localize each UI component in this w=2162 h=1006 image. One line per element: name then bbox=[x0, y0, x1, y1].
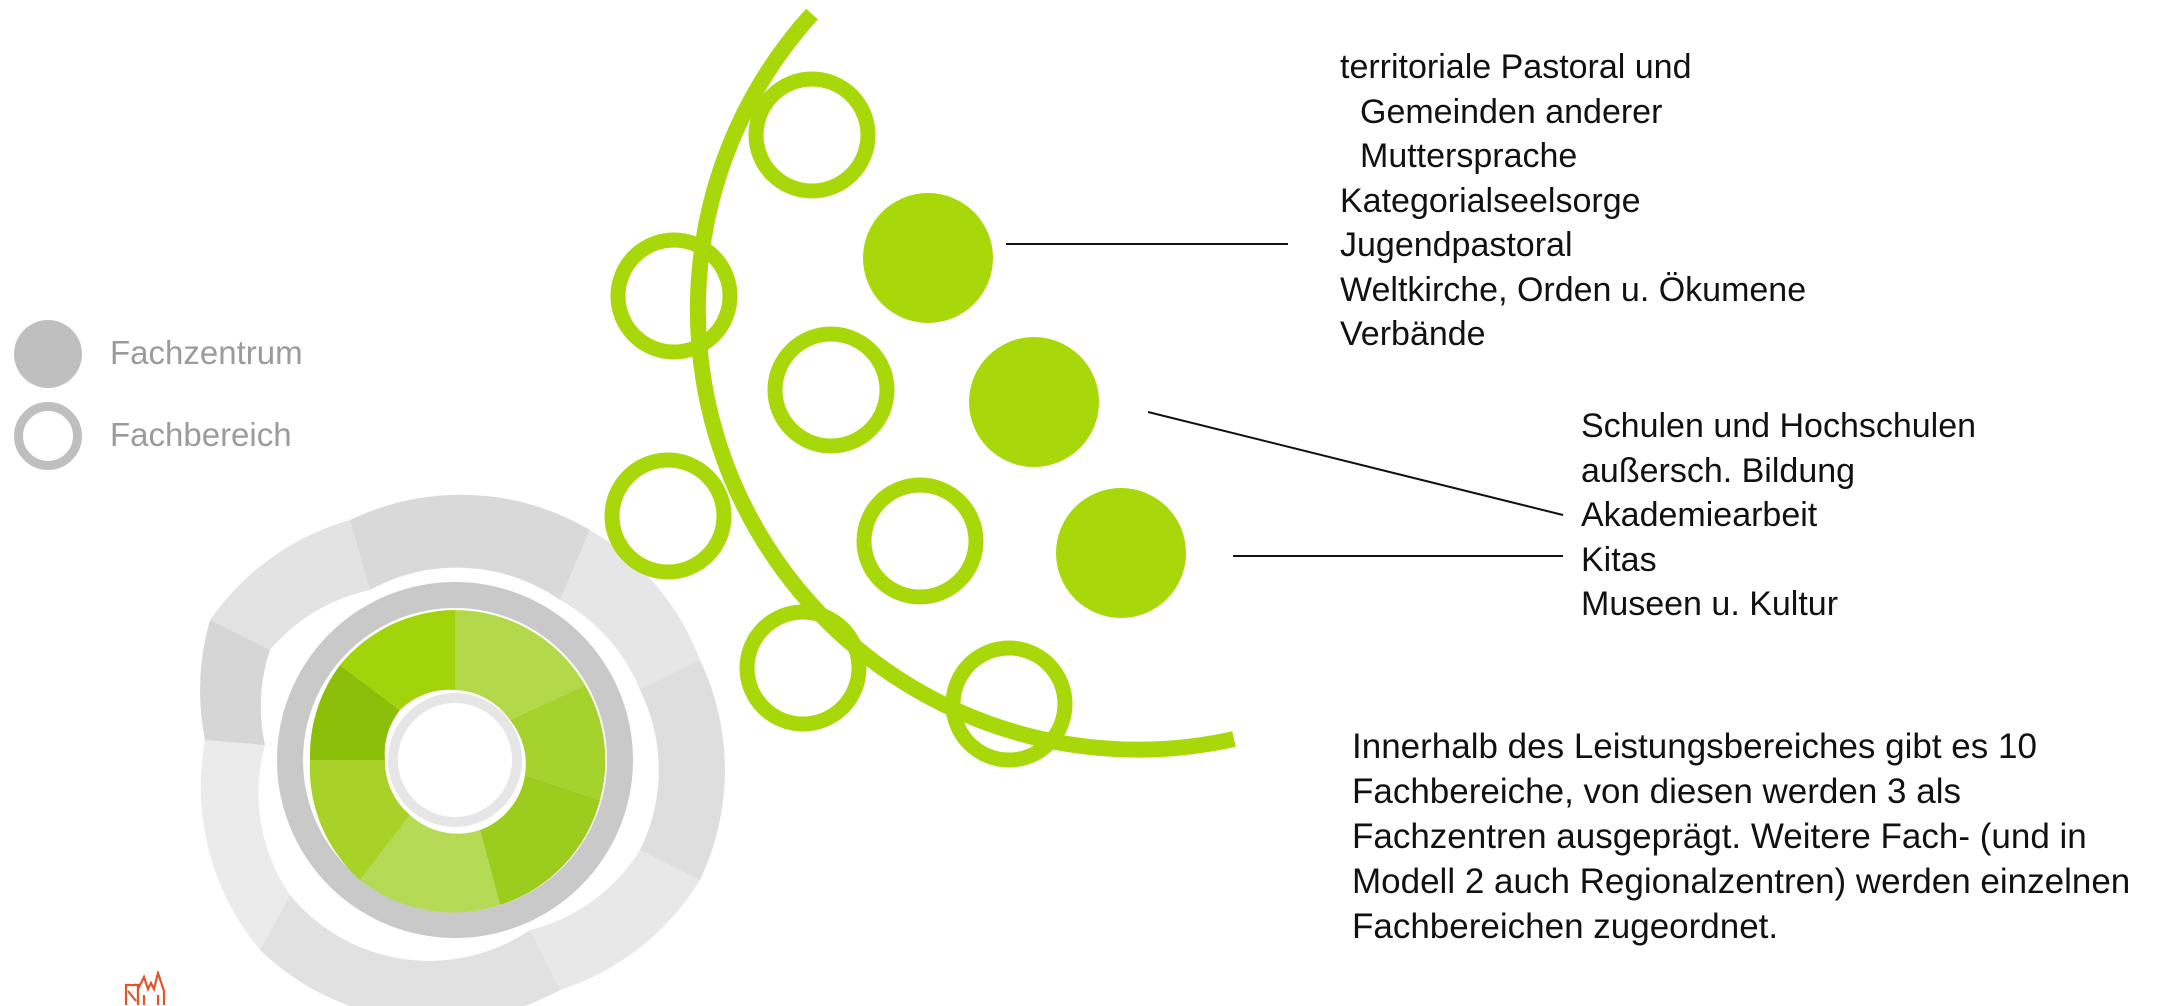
legend-label: Fachzentrum bbox=[110, 334, 303, 372]
list-item: territoriale Pastoral und bbox=[1340, 45, 1806, 90]
fachbereich-circle bbox=[775, 334, 887, 446]
fachzentrum-1-list: territoriale Pastoral und Gemeinden ande… bbox=[1340, 45, 1806, 357]
fachzentrum-2-list: Schulen und Hochschulen außersch. Bildun… bbox=[1581, 404, 1976, 627]
fachzentrum-circle bbox=[1056, 488, 1186, 618]
fachbereich-circle bbox=[756, 79, 868, 191]
list-item: Muttersprache bbox=[1340, 134, 1806, 179]
cathedral-logo-icon bbox=[124, 971, 180, 1006]
connector-line bbox=[1148, 412, 1563, 515]
filled-circle-icon bbox=[14, 320, 82, 388]
fachbereich-circle bbox=[618, 240, 730, 352]
fachbereich-circle bbox=[747, 612, 859, 724]
list-item: Jugendpastoral bbox=[1340, 223, 1806, 268]
fachzentrum-circles bbox=[863, 193, 1186, 618]
legend-item-fachbereich: Fachbereich bbox=[10, 398, 310, 474]
ring-icon bbox=[14, 402, 82, 470]
list-item: Kitas bbox=[1581, 538, 1976, 583]
fachbereich-circle bbox=[864, 485, 976, 597]
legend-item-fachzentrum: Fachzentrum bbox=[10, 316, 310, 392]
list-item: außersch. Bildung bbox=[1581, 449, 1976, 494]
list-item: Schulen und Hochschulen bbox=[1581, 404, 1976, 449]
list-item: Verbände bbox=[1340, 312, 1806, 357]
fachbereich-circle bbox=[953, 648, 1065, 760]
list-item: Weltkirche, Orden u. Ökumene bbox=[1340, 268, 1806, 313]
fachbereich-circle bbox=[612, 460, 724, 572]
fachzentrum-circle bbox=[969, 337, 1099, 467]
legend-label: Fachbereich bbox=[110, 416, 292, 454]
list-item: Kategorialseelsorge bbox=[1340, 179, 1806, 224]
list-item: Gemeinden anderer bbox=[1340, 90, 1806, 135]
list-item: Akademiearbeit bbox=[1581, 493, 1976, 538]
fachzentrum-circle bbox=[863, 193, 993, 323]
list-item: Museen u. Kultur bbox=[1581, 582, 1976, 627]
description-text: Innerhalb des Leistungsbereiches gibt es… bbox=[1352, 724, 2152, 949]
